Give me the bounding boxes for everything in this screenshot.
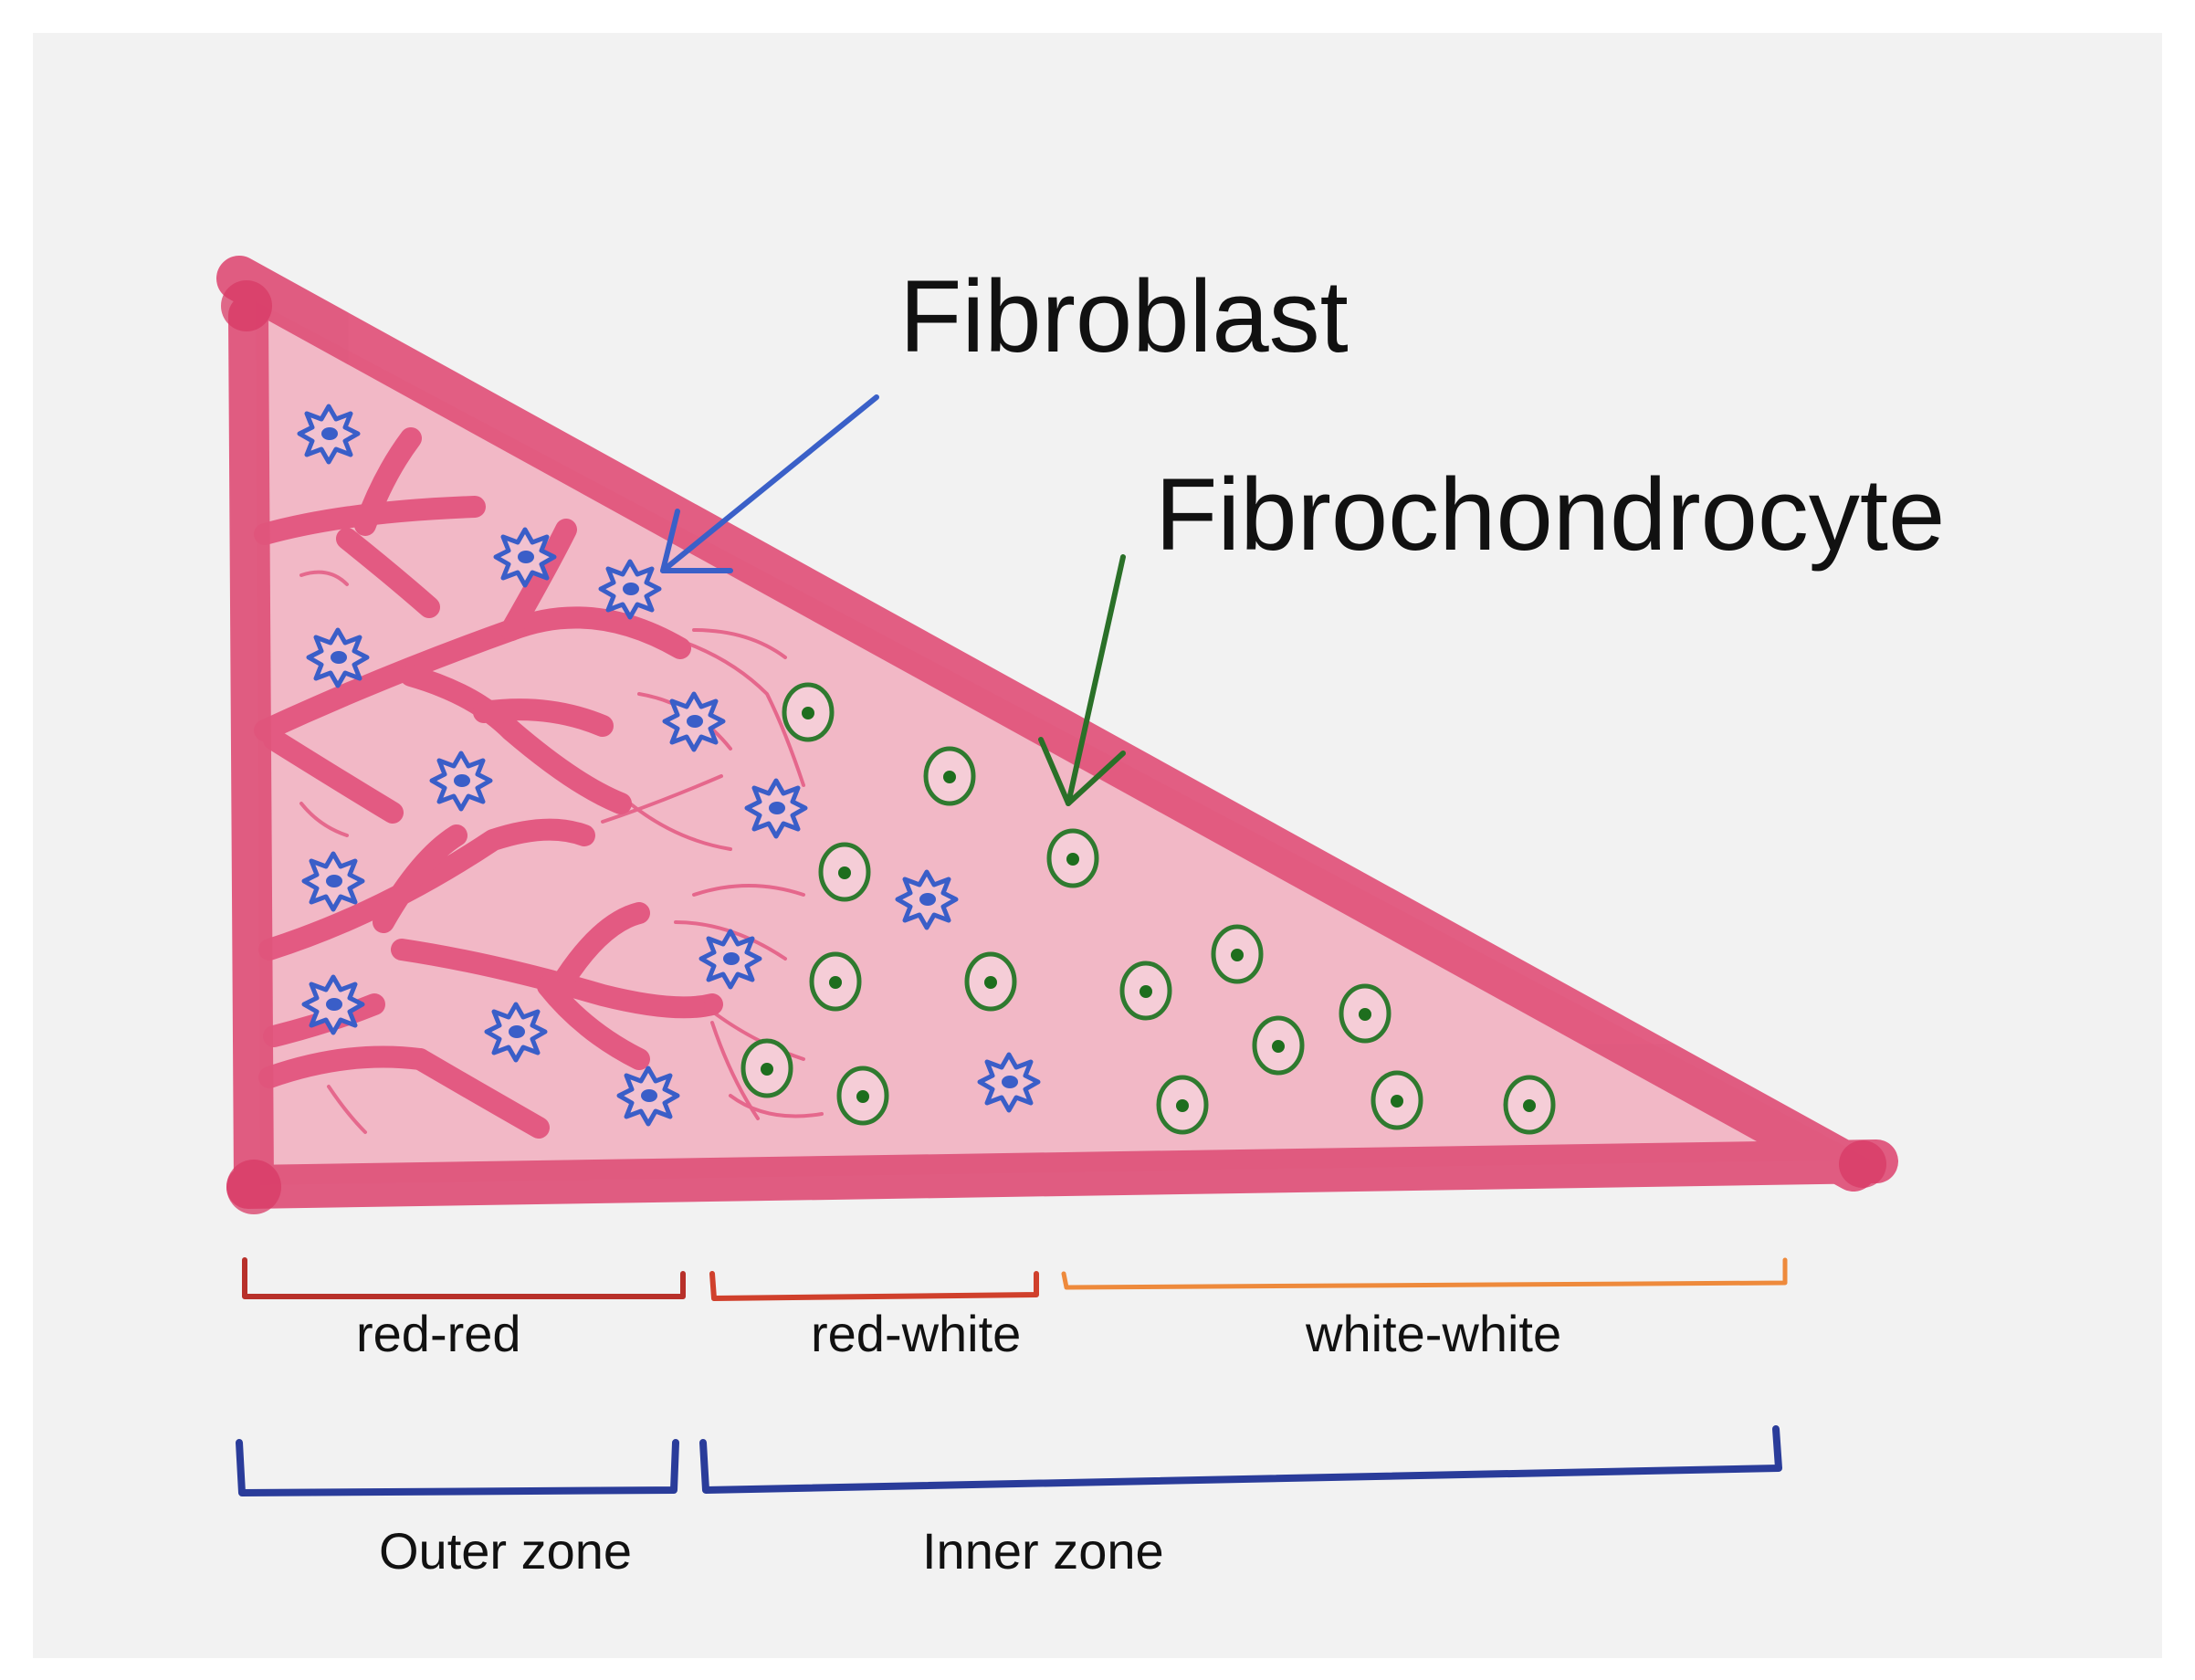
bracket-outer-zone xyxy=(236,1439,679,1496)
red-red-label: red-red xyxy=(356,1305,521,1362)
meniscus-border xyxy=(216,256,1898,1209)
fibrochondrocyte-cell xyxy=(1341,986,1389,1041)
fibrochondrocyte-cell xyxy=(784,685,832,740)
fibrochondrocyte-cell xyxy=(926,749,973,803)
fibrochondrocyte-cell xyxy=(821,845,868,899)
fibroblast-cell xyxy=(487,1004,545,1060)
fibroblast-cell xyxy=(619,1068,677,1124)
fibroblast-label: Fibroblast xyxy=(899,259,1349,373)
fibrochondrocyte-cell xyxy=(839,1068,887,1123)
fibroblast-cell xyxy=(304,854,362,909)
fibroblast-cell xyxy=(665,694,723,750)
blood-vessels xyxy=(254,427,824,1139)
fibrochondrocyte-label: Fibrochondrocyte xyxy=(1155,457,1945,572)
white-white-label: white-white xyxy=(1305,1305,1561,1362)
fibrochondrocyte-cell xyxy=(1122,963,1170,1018)
fibrochondrocyte-pointer-arrow xyxy=(1038,554,1126,806)
fibrochondrocyte-cell xyxy=(1506,1077,1553,1132)
callout-labels: Fibroblast Fibrochondrocyte xyxy=(899,259,1945,572)
outer-zone-label: Outer zone xyxy=(379,1522,632,1580)
fibroblast-cell xyxy=(309,630,367,686)
fibrochondrocyte-cell xyxy=(743,1041,791,1096)
fibroblast-cell xyxy=(432,753,490,809)
fibrochondrocyte-cell xyxy=(1213,927,1261,982)
fibrochondrocyte-cell xyxy=(812,954,859,1009)
meniscus-cross-section xyxy=(216,256,1898,1214)
fibrochondrocyte-cell xyxy=(1159,1077,1206,1132)
cellular-zone-labels: Outer zone Inner zone xyxy=(379,1522,1164,1580)
inner-zone-label: Inner zone xyxy=(922,1522,1164,1580)
cellular-zone-brackets xyxy=(236,1425,1782,1496)
fibroblast-cell xyxy=(496,530,554,585)
bracket-white-white xyxy=(1061,1257,1788,1290)
fibroblast-cell xyxy=(299,406,358,462)
border-corner-highlights xyxy=(221,280,1886,1214)
fibroblast-cell xyxy=(747,781,805,836)
fibrochondrocyte-cell xyxy=(1049,831,1097,886)
bracket-red-red xyxy=(242,1257,686,1299)
vascular-zone-labels: red-red red-white white-white xyxy=(356,1305,1561,1362)
vascular-zone-brackets xyxy=(242,1257,1788,1301)
fibroblast-cell xyxy=(304,977,362,1033)
fibroblast-cell xyxy=(701,931,760,987)
fibrochondrocyte-cell xyxy=(967,954,1014,1009)
fibroblast-cell xyxy=(980,1055,1038,1110)
bracket-inner-zone xyxy=(699,1425,1782,1494)
fibrochondrocyte-cell xyxy=(1373,1073,1421,1128)
fibrochondrocyte-cell xyxy=(1255,1018,1302,1073)
fibroblast-cell xyxy=(898,872,956,928)
bracket-red-white xyxy=(709,1271,1039,1301)
fibroblast-cell xyxy=(601,562,659,617)
red-white-label: red-white xyxy=(811,1305,1021,1362)
fibroblast-pointer-arrow xyxy=(660,394,879,573)
